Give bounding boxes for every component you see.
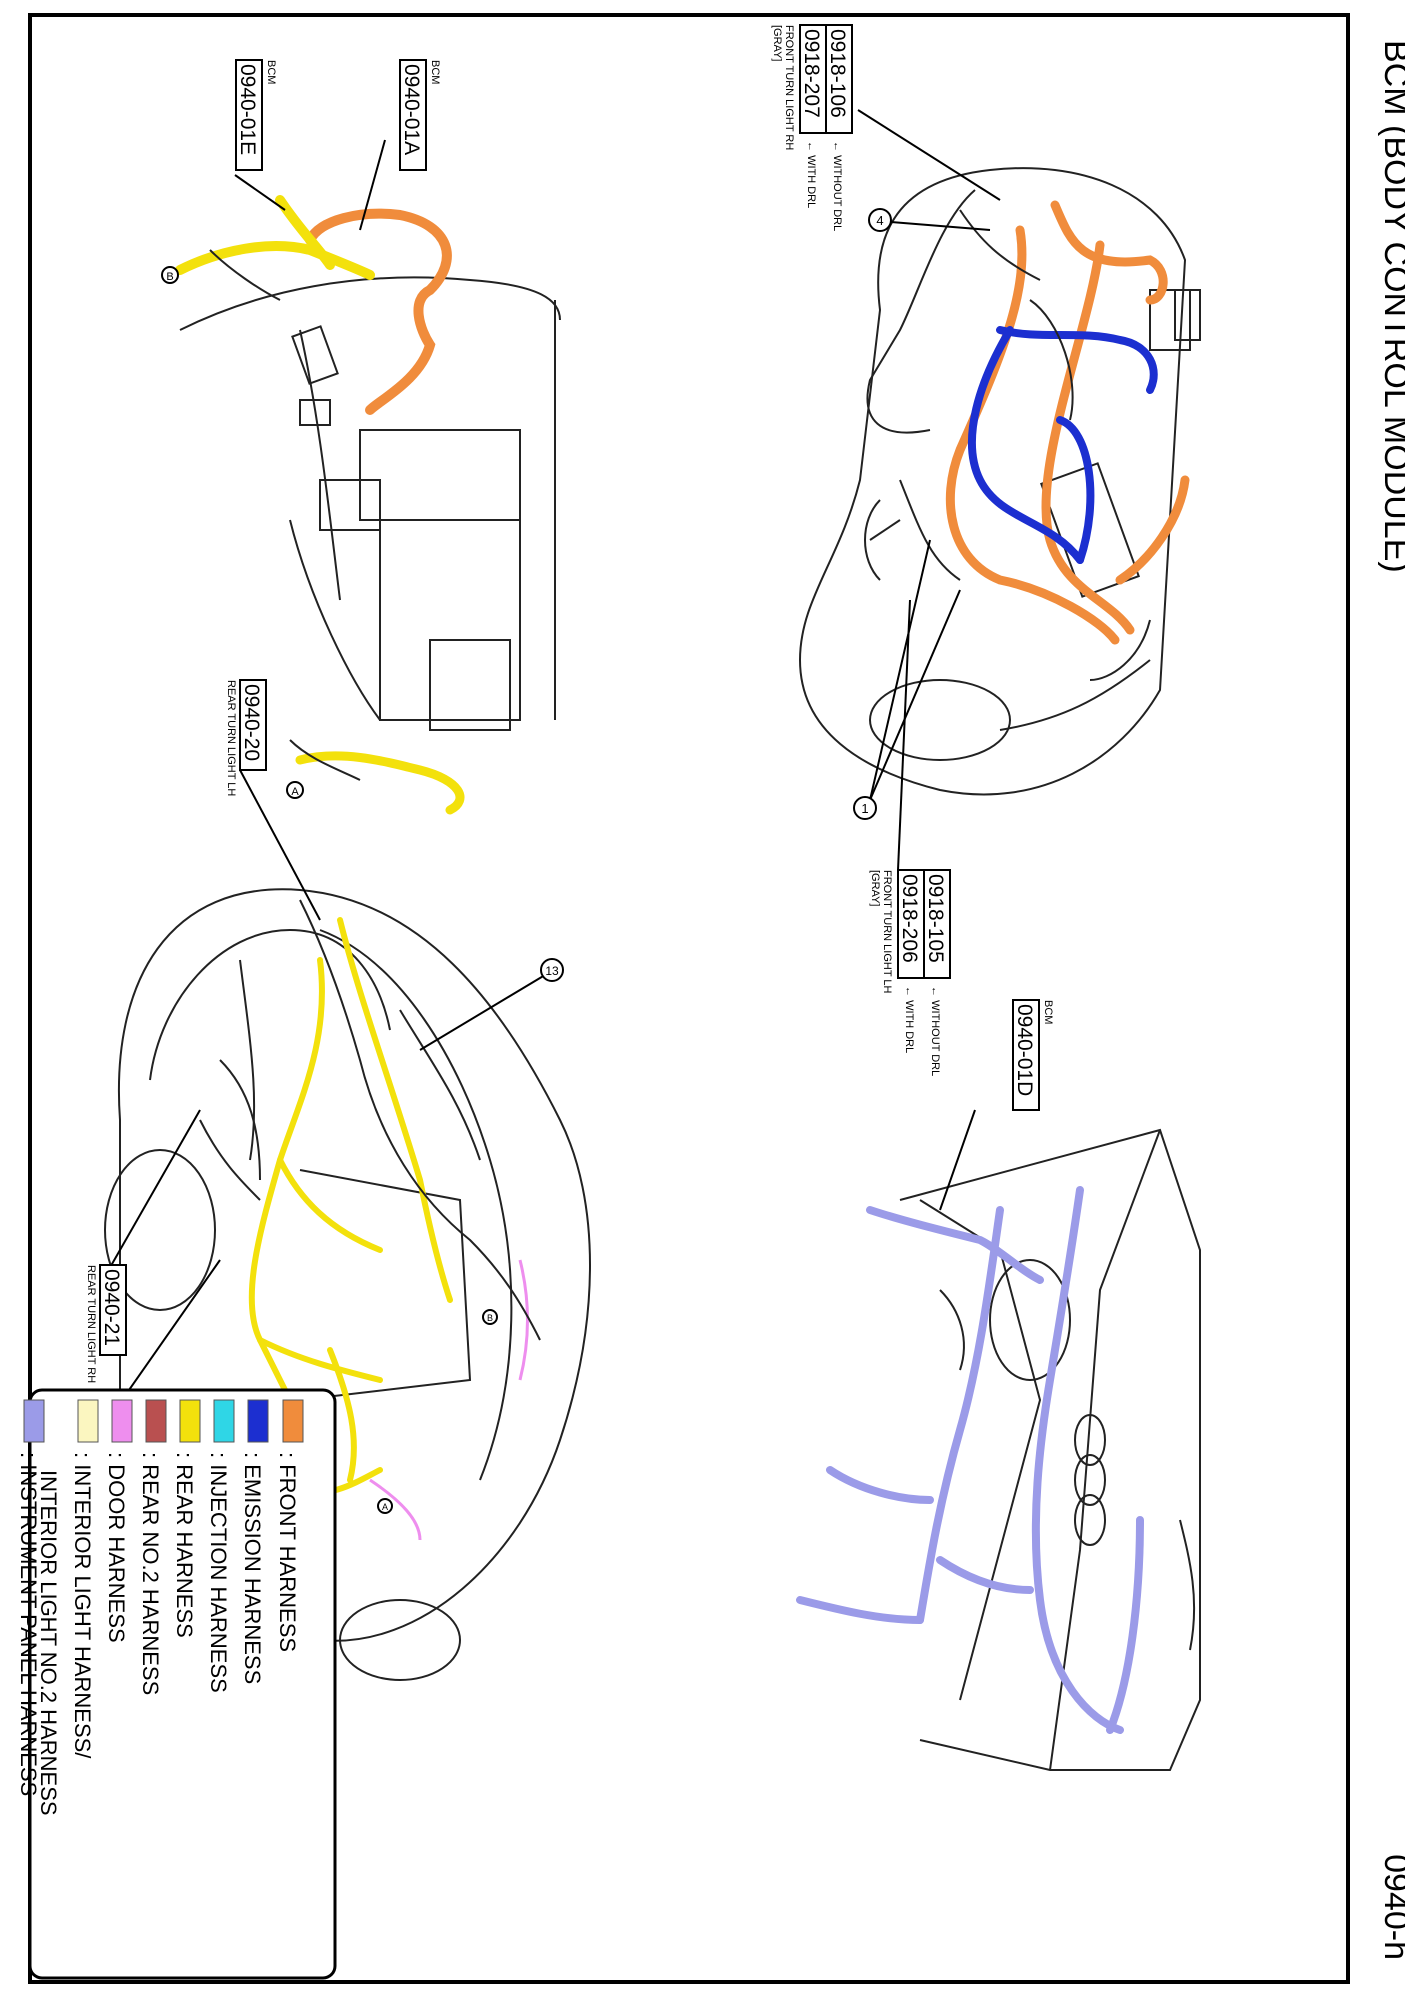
legend-label: : INSTRUMENT PANEL HARNESS (16, 1452, 41, 1796)
svg-text:4: 4 (876, 213, 883, 228)
front-turn-lh-callout: 1 0918-105 0918-206 ← WITHOUT DRL ← WITH… (853, 539, 961, 1076)
rear-harness-cabin (175, 195, 375, 280)
legend-label: : INTERIOR LIGHT HARNESS/ (70, 1452, 95, 1759)
page-border (28, 13, 1350, 1984)
legend-swatch (111, 1399, 133, 1443)
legend-swatch (179, 1399, 201, 1443)
connector-0940-01a: 0940-01A (400, 64, 423, 155)
page-title: BCM (BODY CONTROL MODULE) (1377, 40, 1405, 573)
marker-4 (868, 208, 892, 232)
gray-label-lh: [GRAY] (869, 870, 881, 906)
connector-0940-01e: 0940-01E (236, 64, 259, 155)
cabin-bcm-view (179, 276, 561, 731)
bcm-label-01a: BCM (429, 60, 441, 84)
svg-text:A: A (382, 1502, 388, 1512)
marker-a-body (377, 1498, 393, 1514)
legend-swatch (213, 1399, 235, 1443)
marker-a-top (286, 781, 304, 799)
bcm-label-01d: BCM (1042, 1000, 1054, 1024)
legend-label: : INJECTION HARNESS (206, 1452, 231, 1693)
svg-text:1: 1 (861, 801, 868, 816)
connector-0940-21: 0940-21 (100, 1269, 123, 1346)
front-harness-cabin (305, 208, 452, 415)
harness-legend: : FRONT HARNESS : EMISSION HARNESS : INJEC… (16, 1399, 304, 1816)
front-turn-light-lh-label: FRONT TURN LIGHT LH (881, 870, 893, 994)
svg-text:13: 13 (545, 964, 559, 978)
door-harness-body (369, 1259, 529, 1541)
connector-0940-20: 0940-20 (240, 684, 263, 761)
legend-swatch (145, 1399, 167, 1443)
connector-0918-206: 0918-206 (898, 874, 921, 963)
emission-harness-routes (968, 326, 1158, 564)
legend-label: : EMISSION HARNESS (240, 1452, 265, 1684)
legend-label: : REAR HARNESS (172, 1452, 197, 1638)
marker-b-top (161, 266, 179, 284)
bcm-label-01e: BCM (265, 60, 277, 84)
bcm-01a-callout: 0940-01A BCM (359, 59, 441, 231)
legend-label: : FRONT HARNESS (275, 1452, 300, 1652)
rear-harness-body (248, 917, 453, 1496)
marker-b-body (482, 1309, 498, 1325)
with-drl-label-lh: ← WITH DRL (903, 986, 915, 1053)
svg-text:B: B (166, 271, 173, 283)
legend-swatch (77, 1399, 99, 1443)
engine-bay-view (798, 167, 1201, 796)
connector-0918-207: 0918-207 (800, 29, 823, 118)
rear-harness-loop (295, 751, 465, 815)
svg-text:A: A (291, 786, 299, 798)
connector-0940-01d: 0940-01D (1013, 1004, 1036, 1096)
rear-turn-rh-callout: 0940-21 REAR TURN LIGHT RH (85, 1109, 201, 1383)
rear-turn-lh-callout: 0940-20 REAR TURN LIGHT LH (225, 679, 321, 921)
instrument-panel-view (899, 1128, 1201, 1771)
marker-1 (853, 796, 877, 820)
without-drl-label-lh: ← WITHOUT DRL (929, 986, 941, 1076)
marker-13 (540, 958, 564, 982)
bcm-01e-callout: 0940-01E BCM (234, 59, 286, 211)
legend-label: : REAR NO.2 HARNESS (138, 1452, 163, 1695)
legend-swatch (247, 1399, 269, 1443)
bcm-01d-callout: 0940-01D BCM (939, 999, 1054, 1211)
legend-swatch (23, 1399, 45, 1443)
engine-thin-wires (899, 209, 1151, 681)
gray-label-rh: [GRAY] (771, 25, 783, 61)
front-turn-light-rh-label: FRONT TURN LIGHT RH (783, 25, 795, 150)
connector-0918-105: 0918-105 (924, 874, 947, 963)
front-turn-rh-callout: 0918-106 0918-207 ← WITHOUT DRL ← WITH D… (771, 24, 1001, 232)
page-code: 0940-h (1377, 1854, 1405, 1960)
ip-thin-wires (939, 1289, 1196, 1651)
legend-label: : DOOR HARNESS (104, 1452, 129, 1643)
rear-turn-light-rh-label: REAR TURN LIGHT RH (85, 1265, 97, 1383)
with-drl-label-rh: ← WITH DRL (805, 141, 817, 208)
without-drl-label-rh: ← WITHOUT DRL (831, 141, 843, 231)
rear-turn-light-lh-label: REAR TURN LIGHT LH (225, 680, 237, 796)
front-harness-routes (945, 200, 1190, 645)
instrument-panel-harness (796, 1186, 1144, 1734)
legend-label-continued: INTERIOR LIGHT NO.2 HARNESS (36, 1470, 61, 1816)
connector-0918-106: 0918-106 (826, 29, 849, 118)
body-thin-wires (199, 899, 541, 1341)
cabin-thin-wires (209, 249, 361, 781)
svg-text:B: B (487, 1313, 493, 1323)
legend-box (28, 1388, 337, 1980)
legend-swatch (282, 1399, 304, 1443)
